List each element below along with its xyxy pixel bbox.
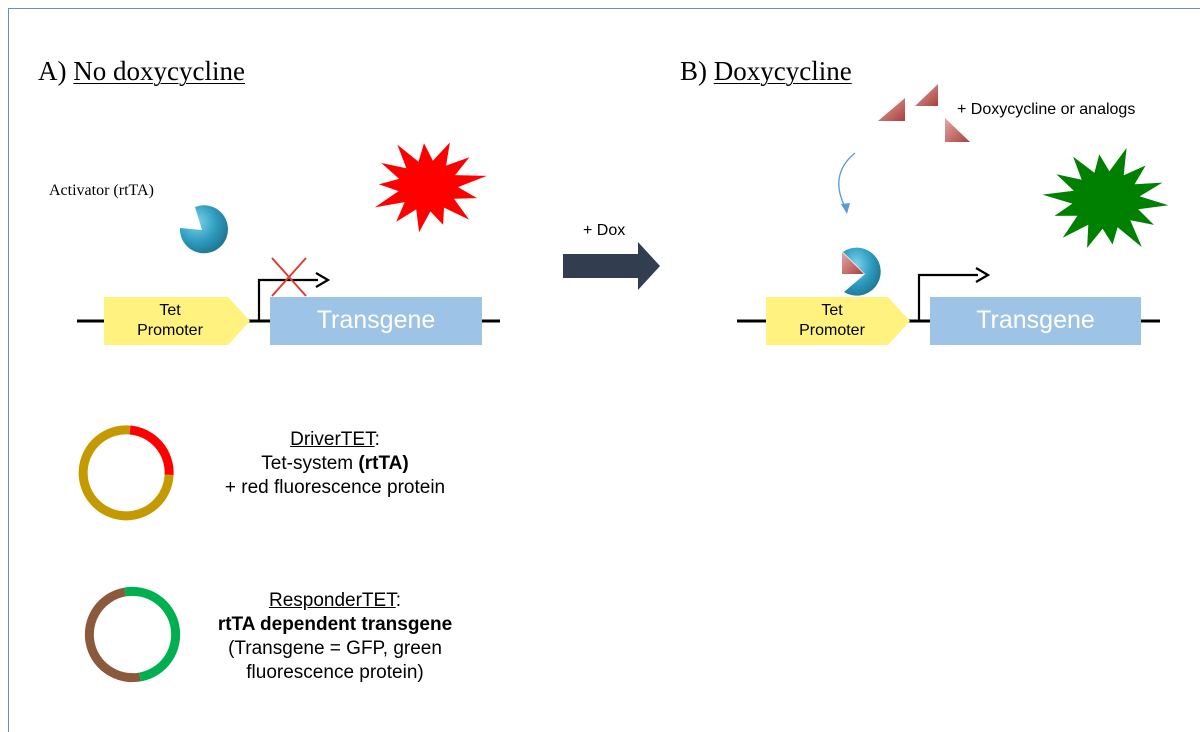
- responder-line3: (Transgene = GFP, green: [228, 638, 442, 659]
- activator-bound-icon: [843, 247, 881, 296]
- responder-title: ResponderTET:: [200, 589, 470, 613]
- activator-label: Activator (rtTA): [49, 182, 154, 199]
- driver-line2: Tet-system (rtTA): [210, 452, 460, 476]
- transcription-arrow-b: [917, 273, 978, 321]
- driver-title: DriverTET:: [210, 428, 460, 452]
- panel-b-title-text: Doxycycline: [713, 56, 852, 86]
- red-fluorescence-star-icon: [374, 142, 487, 233]
- responder-colon: :: [395, 590, 401, 611]
- transcription-arrow-a: [257, 278, 318, 321]
- transgene-box-a: [270, 297, 482, 345]
- tet-promoter-a: [104, 297, 250, 345]
- promoter-a-line2: Promoter: [137, 322, 203, 339]
- responder-line2: rtTA dependent transgene: [217, 614, 453, 635]
- doxycycline-triangle-icon: [878, 98, 905, 121]
- activator-rtta-icon: [179, 205, 228, 254]
- transcription-arrowhead-a: [315, 272, 331, 288]
- panel-a-prefix: A): [38, 56, 67, 86]
- transgene-box-b: [930, 297, 1141, 345]
- responder-name: ResponderTET: [268, 590, 396, 611]
- driver-plasmid-icon: [78, 425, 174, 521]
- transcription-arrowhead-b: [975, 267, 991, 283]
- responder-line4: fluorescence protein): [246, 662, 424, 683]
- driver-line3: + red fluorescence protein: [224, 477, 446, 498]
- dox-arrow-label: + Dox: [583, 222, 626, 239]
- promoter-label-a: Tet Promoter: [104, 301, 236, 341]
- dox-binding-curve-arrow: [838, 152, 856, 210]
- promoter-label-b: Tet Promoter: [766, 301, 898, 341]
- driver-colon: :: [374, 429, 380, 450]
- driver-line2-bold: (rtTA): [358, 453, 409, 474]
- panel-a-title: A) No doxycycline: [38, 56, 245, 87]
- driver-legend: DriverTET: Tet-system (rtTA) + red fluor…: [210, 428, 460, 500]
- promoter-a-line1: Tet: [159, 302, 181, 319]
- dox-transition-arrow: [563, 242, 660, 290]
- responder-legend: ResponderTET: rtTA dependent transgene (…: [200, 589, 470, 685]
- panel-b-prefix: B): [680, 56, 707, 86]
- doxycycline-triangle-icon: [945, 118, 970, 142]
- green-fluorescence-star-icon: [1042, 147, 1169, 248]
- driver-line2-plain: Tet-system: [261, 453, 359, 474]
- doxycycline-triangle-icon: [915, 84, 938, 106]
- red-x-line-2: [271, 257, 307, 297]
- panel-a-title-text: No doxycycline: [73, 56, 245, 86]
- transgene-label-a: Transgene: [316, 306, 436, 334]
- figure-frame: [8, 8, 1200, 732]
- driver-name: DriverTET: [290, 429, 375, 450]
- tet-promoter-b: [766, 297, 910, 345]
- responder-plasmid-icon: [84, 586, 181, 683]
- dox-bound-icon: [842, 252, 864, 274]
- panel-b-title: B) Doxycycline: [680, 56, 852, 87]
- doxycycline-label: + Doxycycline or analogs: [957, 101, 1136, 118]
- transgene-label-b: Transgene: [976, 306, 1095, 334]
- curve-arrowhead: [841, 203, 850, 214]
- promoter-b-line1: Tet: [821, 302, 843, 319]
- promoter-b-line2: Promoter: [799, 322, 865, 339]
